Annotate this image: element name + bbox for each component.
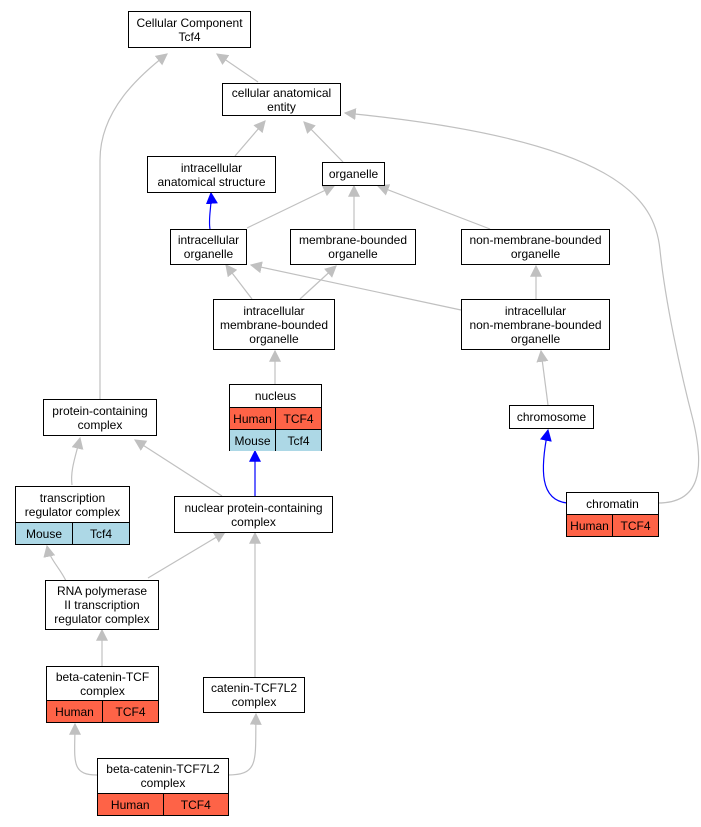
- edge-trc-pcc: [71, 436, 84, 486]
- node-label: chromatin: [586, 496, 639, 511]
- node-label: nucleus: [254, 389, 297, 403]
- edge-bctcf7l2-bctcf: [68, 722, 98, 776]
- node-label: chromosome: [516, 410, 587, 424]
- node-label: beta-catenin-TCF complex: [55, 669, 150, 698]
- node-nuclear-protein-containing-complex[interactable]: nuclear protein-containing complex: [174, 496, 333, 533]
- node-intracellular-non-membrane-bounded-organelle[interactable]: intracellular non-membrane-bounded organ…: [461, 299, 610, 350]
- node-label: catenin-TCF7L2 complex: [210, 681, 298, 709]
- species-badge: Human: [230, 408, 275, 429]
- gene-badge: TCF4: [275, 408, 321, 429]
- node-label: cellular anatomical entity: [231, 85, 332, 114]
- node-label: intracellular non-membrane-bounded organ…: [469, 303, 602, 346]
- node-label: intracellular membrane-bounded organelle: [219, 303, 329, 346]
- species-row-mouse: Mouse Tcf4: [16, 522, 129, 544]
- node-label: protein-containing complex: [52, 403, 148, 432]
- node-label: transcription regulator complex: [24, 490, 121, 519]
- edge-rnap-trc: [43, 544, 67, 582]
- edge-nmbo-organelle: [376, 184, 491, 230]
- edge-io-organelle: [246, 185, 336, 229]
- node-label: beta-catenin-TCF7L2 complex: [106, 762, 220, 790]
- edge-chromatin-cae: [343, 108, 700, 504]
- edge-inmbo-io: [249, 261, 462, 311]
- gene-badge: TCF4: [612, 515, 658, 536]
- node-intracellular-organelle[interactable]: intracellular organelle: [170, 229, 247, 265]
- node-nucleus[interactable]: nucleus Human TCF4 Mouse Tcf4: [229, 384, 322, 451]
- node-protein-containing-complex[interactable]: protein-containing complex: [43, 399, 157, 436]
- gene-badge: TCF4: [162, 794, 228, 815]
- node-non-membrane-bounded-organelle[interactable]: non-membrane-bounded organelle: [461, 229, 610, 265]
- node-intracellular-anatomical-structure[interactable]: intracellular anatomical structure: [147, 156, 276, 193]
- edge-pcc-root: [99, 53, 168, 399]
- species-badge: Mouse: [16, 523, 72, 544]
- species-row-human: Human TCF4: [47, 700, 158, 722]
- edge-ias-cae: [234, 120, 266, 157]
- species-row-human: Human TCF4: [567, 514, 658, 536]
- node-membrane-bounded-organelle[interactable]: membrane-bounded organelle: [290, 229, 416, 265]
- species-badge: Human: [567, 515, 612, 536]
- node-intracellular-membrane-bounded-organelle[interactable]: intracellular membrane-bounded organelle: [213, 299, 335, 350]
- gene-badge: TCF4: [102, 701, 158, 722]
- node-label: organelle: [328, 167, 379, 181]
- species-badge: Human: [47, 701, 102, 722]
- species-badge: Human: [98, 794, 163, 815]
- species-badge: Mouse: [230, 430, 275, 451]
- node-chromosome[interactable]: chromosome: [509, 405, 594, 429]
- species-row-mouse: Mouse Tcf4: [230, 429, 321, 451]
- node-label: intracellular anatomical structure: [157, 160, 266, 189]
- gene-badge: Tcf4: [275, 430, 321, 451]
- gene-badge: Tcf4: [72, 523, 129, 544]
- edge-chromatin-chromosome: [539, 428, 568, 504]
- node-rna-polymerase-ii-transcription-regulator-complex[interactable]: RNA polymerase II transcription regulato…: [45, 580, 159, 630]
- species-row-human: Human TCF4: [98, 793, 228, 815]
- node-chromatin[interactable]: chromatin Human TCF4: [566, 492, 659, 537]
- edge-chromosome-inmbo: [536, 349, 549, 406]
- node-label: membrane-bounded organelle: [298, 233, 408, 261]
- node-label: RNA polymerase II transcription regulato…: [54, 584, 150, 626]
- node-catenin-tcf7l2-complex[interactable]: catenin-TCF7L2 complex: [203, 677, 305, 713]
- species-row-human: Human TCF4: [230, 407, 321, 429]
- node-organelle[interactable]: organelle: [322, 162, 385, 186]
- node-transcription-regulator-complex[interactable]: transcription regulator complex Mouse Tc…: [15, 486, 130, 545]
- edge-npcc-pcc: [133, 439, 223, 497]
- node-cellular-component-root[interactable]: Cellular Component Tcf4: [128, 11, 251, 48]
- node-label: nuclear protein-containing complex: [184, 500, 323, 529]
- edge-bctcf7l2-ctcf7l2: [227, 712, 262, 776]
- node-label: Cellular Component Tcf4: [136, 15, 243, 44]
- edge-imbo-io: [225, 264, 253, 300]
- node-beta-catenin-tcf-complex[interactable]: beta-catenin-TCF complex Human TCF4: [46, 666, 159, 723]
- node-cellular-anatomical-entity[interactable]: cellular anatomical entity: [222, 83, 341, 116]
- node-label: non-membrane-bounded organelle: [469, 233, 602, 261]
- edge-rnap-npcc: [147, 531, 227, 579]
- edge-imbo-mbo: [299, 265, 337, 300]
- edge-io-ias: [205, 191, 218, 230]
- edge-cae-root: [216, 53, 259, 83]
- edge-organelle-cae: [303, 121, 344, 163]
- node-beta-catenin-tcf7l2-complex[interactable]: beta-catenin-TCF7L2 complex Human TCF4: [97, 758, 229, 816]
- node-label: intracellular organelle: [177, 233, 240, 261]
